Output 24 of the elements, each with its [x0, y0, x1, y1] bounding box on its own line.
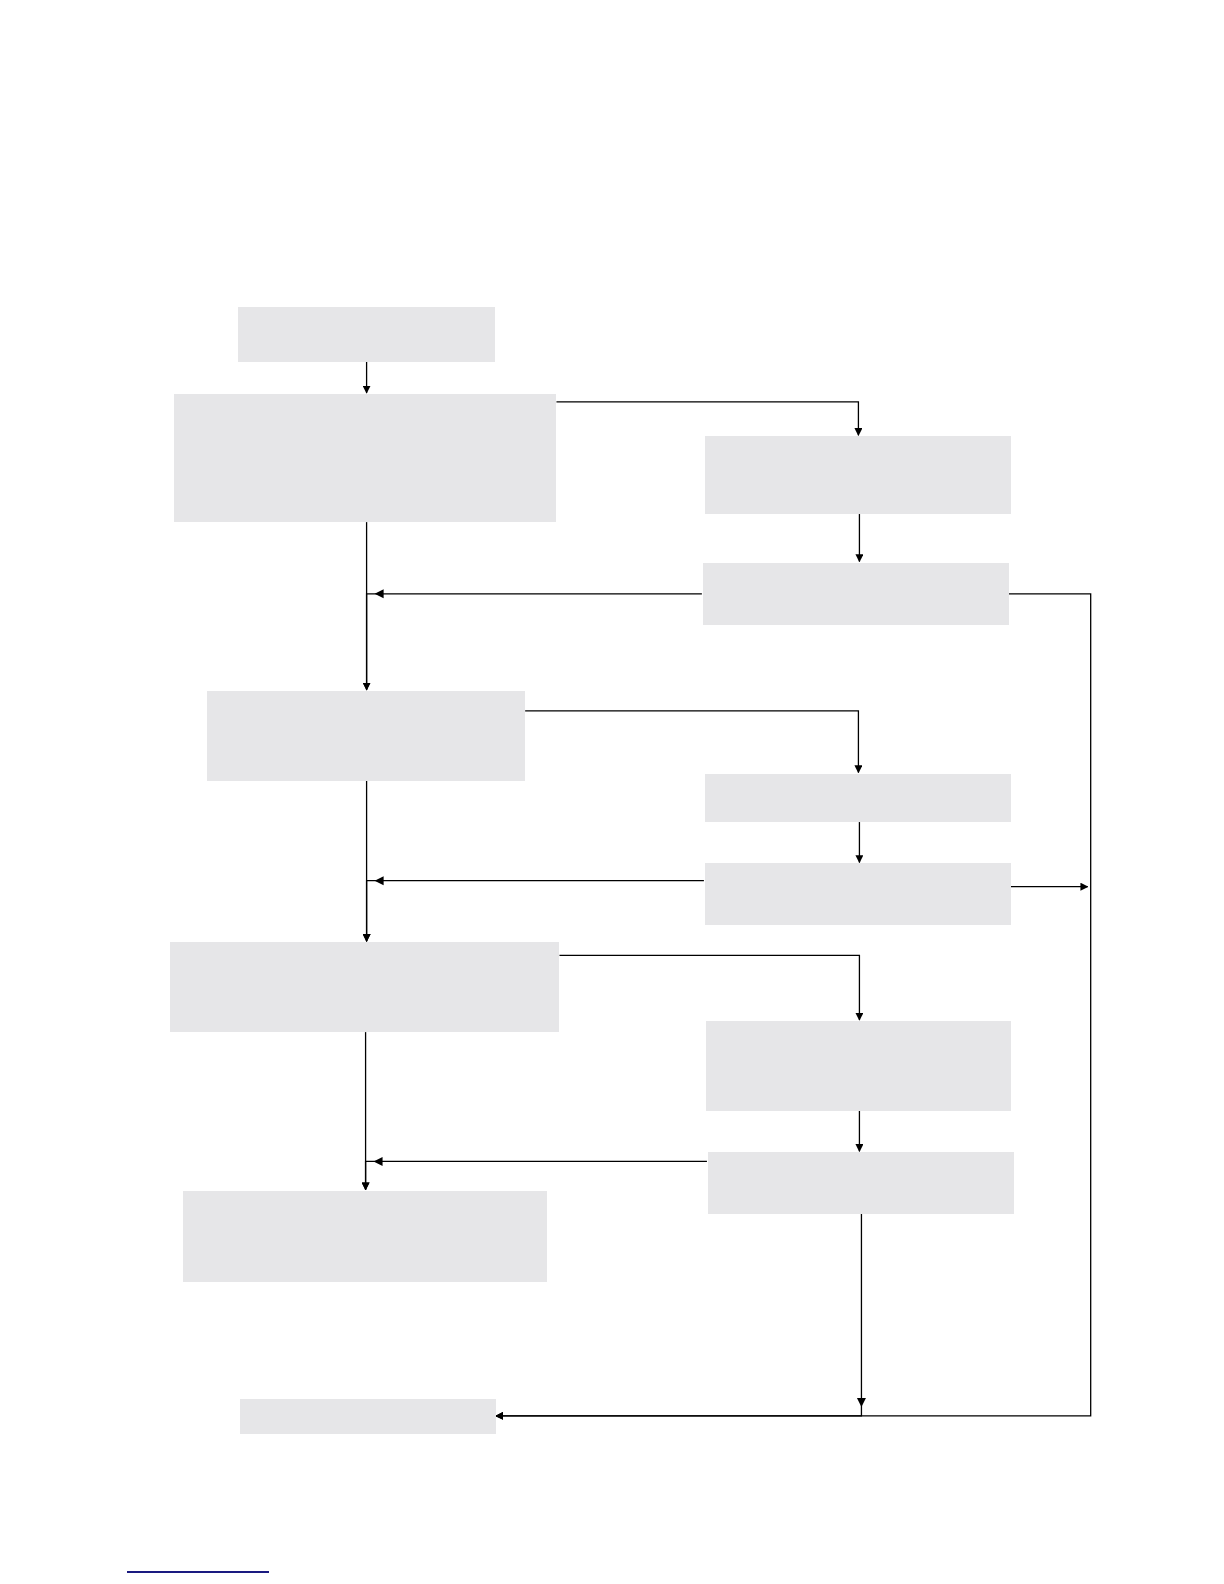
process-box: [169, 942, 560, 1033]
arrow: [524, 710, 863, 774]
process-box: [704, 863, 1011, 926]
arrow: [1010, 882, 1089, 891]
arrow: [362, 360, 371, 394]
arrow: [495, 1213, 866, 1420]
process-box: [704, 436, 1011, 514]
process-box: [704, 773, 1011, 823]
process-box: [182, 1190, 548, 1282]
arrow: [855, 513, 864, 563]
process-box: [173, 393, 557, 523]
arrow: [558, 954, 864, 1021]
process-box: [702, 562, 1009, 626]
process-box: [705, 1021, 1011, 1111]
process-box: [207, 690, 526, 781]
process-box: [707, 1152, 1014, 1214]
arrow: [855, 1110, 864, 1153]
arrow: [362, 1157, 708, 1191]
process-box: [238, 307, 495, 362]
arrow: [855, 821, 864, 864]
arrow: [363, 876, 705, 942]
arrow: [555, 401, 863, 437]
arrow: [363, 589, 703, 691]
process-box: [240, 1398, 496, 1435]
